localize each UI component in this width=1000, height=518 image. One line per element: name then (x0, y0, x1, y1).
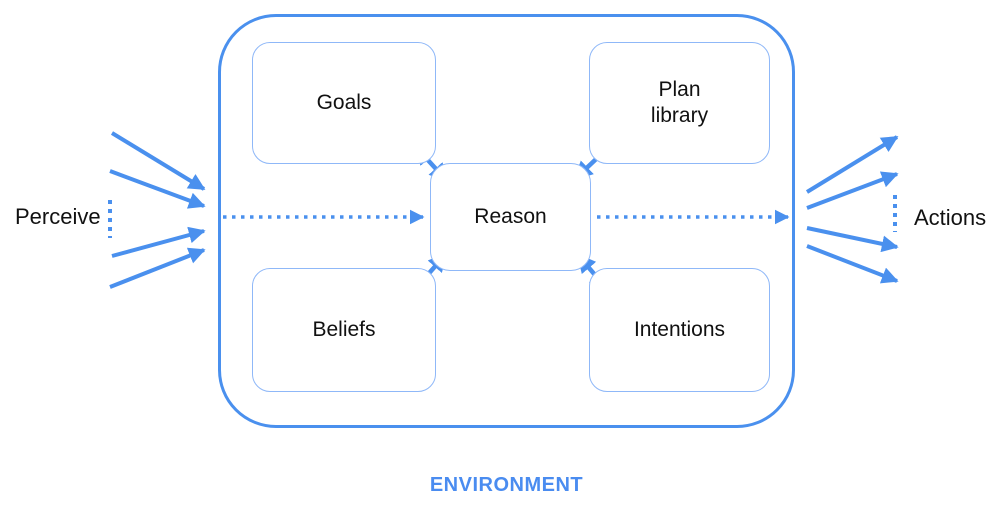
plan-library-label: Plan library (650, 77, 709, 127)
intentions-label: Intentions (633, 317, 726, 341)
plan-library-box: Plan library (589, 42, 770, 164)
perceive-label: Perceive (15, 204, 101, 229)
environment-label: ENVIRONMENT (429, 474, 584, 496)
beliefs-label: Beliefs (312, 317, 376, 341)
actions-label: Actions (914, 205, 987, 230)
reason-box: Reason (430, 163, 591, 271)
intentions-box: Intentions (589, 268, 770, 392)
agent-boundary-box (218, 14, 795, 428)
perceive-arrows-icon (108, 131, 206, 289)
goals-box: Goals (252, 42, 436, 164)
beliefs-box: Beliefs (252, 268, 436, 392)
actions-arrows-icon (805, 135, 899, 284)
reason-label: Reason (474, 204, 547, 228)
goals-label: Goals (316, 90, 372, 114)
